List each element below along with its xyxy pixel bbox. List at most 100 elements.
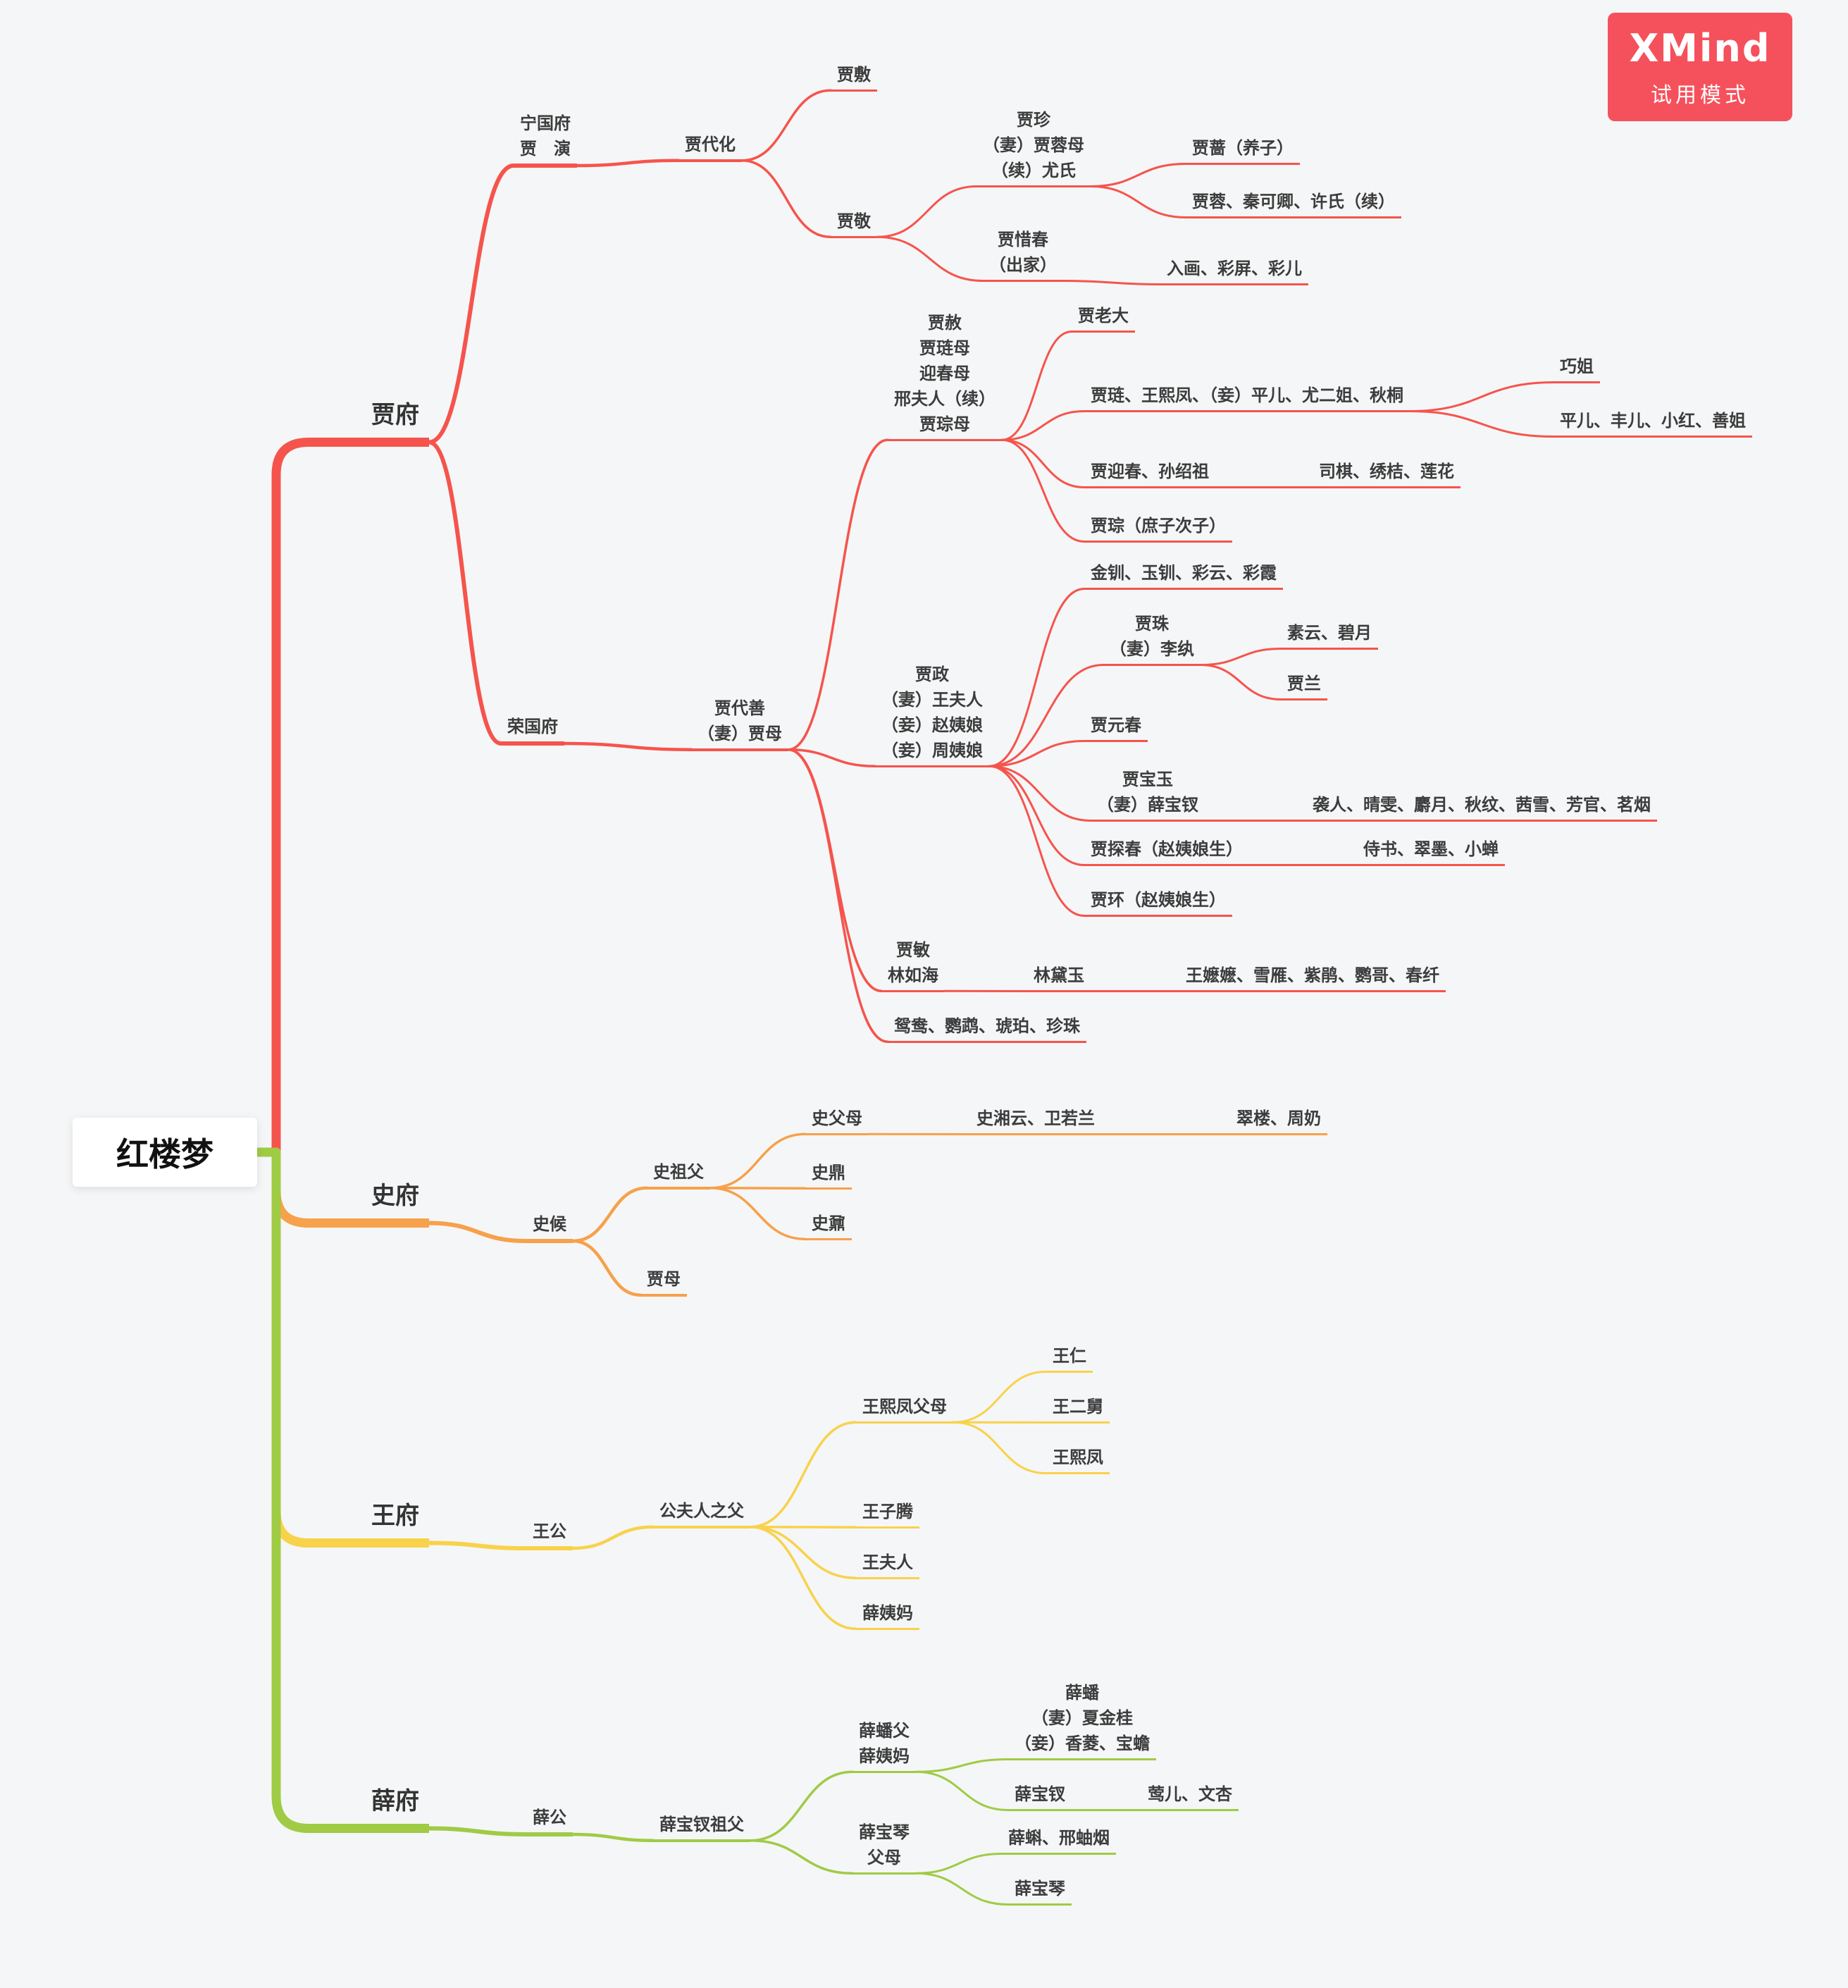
topic-label: 薛宝琴 bbox=[859, 1822, 910, 1842]
xmind-trial-badge[interactable]: XMind 试用模式 bbox=[1608, 13, 1792, 121]
topic-xuebaoqinfumu[interactable]: 薛宝琴父母 bbox=[852, 1820, 916, 1875]
topic-xuepanfu[interactable]: 薛蟠父薛姨妈 bbox=[852, 1718, 916, 1773]
topic-wangziteng[interactable]: 王子腾 bbox=[856, 1499, 919, 1529]
topic-label: 贾府 bbox=[371, 401, 419, 429]
topic-wangxifengfumu[interactable]: 王熙凤父母 bbox=[856, 1394, 953, 1424]
topic-wangfuren[interactable]: 王夫人 bbox=[856, 1550, 919, 1579]
topic-xuegong[interactable]: 薛公 bbox=[526, 1805, 573, 1836]
root-topic[interactable]: 红楼梦 bbox=[73, 1118, 257, 1187]
topic-wang-fu[interactable]: 王府 bbox=[361, 1498, 429, 1548]
topic-jiadaishan[interactable]: 贾代善（妻）贾母 bbox=[691, 696, 788, 751]
topic-shixiangyun[interactable]: 史湘云、卫若兰 bbox=[970, 1106, 1101, 1135]
topic-xuepan[interactable]: 薛蟠（妻）夏金桂（妾）香菱、宝蟾 bbox=[1008, 1680, 1156, 1760]
topic-yuanyang[interactable]: 鸳鸯、鹦鹉、琥珀、珍珠 bbox=[888, 1013, 1086, 1043]
topic-wangxifeng[interactable]: 王熙凤 bbox=[1046, 1445, 1110, 1474]
topic-cuilou[interactable]: 翠楼、周奶 bbox=[1230, 1106, 1327, 1135]
topic-jiamin[interactable]: 贾敏林如海 bbox=[881, 937, 945, 992]
topic-xueke[interactable]: 薛蝌、邢蚰烟 bbox=[1002, 1825, 1116, 1855]
topic-jiazhu[interactable]: 贾珠（妻）李纨 bbox=[1103, 611, 1201, 666]
topic-label: 贾琏、王熙凤、（妾）平儿、尤二姐、秋桐 bbox=[1091, 385, 1403, 405]
topic-jinchuan[interactable]: 金钏、玉钏、彩云、彩霞 bbox=[1084, 560, 1283, 590]
topic-xueyima[interactable]: 薛姨妈 bbox=[856, 1600, 919, 1630]
topic-label: 入画、彩屏、彩儿 bbox=[1167, 259, 1302, 278]
topic-label: 荣国府 bbox=[507, 717, 558, 736]
topic-shi-fu[interactable]: 史府 bbox=[361, 1178, 429, 1228]
branch-connector bbox=[988, 740, 1086, 767]
topic-label: 贾蔷（养子） bbox=[1192, 138, 1294, 158]
topic-wanggong[interactable]: 王公 bbox=[526, 1519, 573, 1550]
topic-label: 贾政 bbox=[915, 665, 949, 684]
topic-label: 贾老大 bbox=[1078, 306, 1129, 326]
branch-connector bbox=[709, 1187, 807, 1190]
topic-wangren[interactable]: 王仁 bbox=[1046, 1343, 1093, 1373]
branch-connector bbox=[1000, 331, 1073, 441]
topic-label: 贾兰 bbox=[1287, 674, 1321, 693]
branch-connector bbox=[571, 1832, 655, 1842]
topic-jiajing[interactable]: 贾敬 bbox=[831, 209, 877, 238]
topic-jiashe[interactable]: 贾赦贾琏母迎春母邢夫人（续）贾琮母 bbox=[888, 310, 1002, 441]
topic-jiayuanchun[interactable]: 贾元春 bbox=[1084, 712, 1148, 742]
topic-gongfurenzhifu[interactable]: 公夫人之父 bbox=[653, 1498, 750, 1529]
topic-jialian[interactable]: 贾琏、王熙凤、（妾）平儿、尤二姐、秋桐 bbox=[1084, 383, 1410, 412]
topic-jiarong[interactable]: 贾蓉、秦可卿、许氏（续） bbox=[1186, 189, 1401, 218]
topic-jiazheng[interactable]: 贾政（妻）王夫人（妾）赵姨娘（妾）周姨娘 bbox=[875, 662, 989, 767]
topic-shizufu[interactable]: 史祖父 bbox=[647, 1159, 710, 1190]
branch-connector bbox=[749, 1526, 857, 1630]
topic-label: 薛宝钗祖父 bbox=[659, 1815, 744, 1834]
topic-lindaiyu[interactable]: 林黛玉 bbox=[1027, 963, 1091, 992]
topic-xue-fu[interactable]: 薛府 bbox=[361, 1784, 429, 1833]
branch-connector bbox=[952, 1371, 1048, 1424]
branch-connector bbox=[571, 1525, 655, 1550]
branch-connector bbox=[571, 1186, 649, 1243]
topic-label: 贾敬 bbox=[837, 211, 871, 231]
topic-siqi[interactable]: 司棋、绣桔、莲花 bbox=[1313, 459, 1461, 488]
topic-jiaqiang[interactable]: 贾蔷（养子） bbox=[1186, 135, 1300, 165]
topic-shifumu[interactable]: 史父母 bbox=[805, 1106, 869, 1135]
topic-pinger[interactable]: 平儿、丰儿、小红、善姐 bbox=[1554, 408, 1752, 438]
branch-connector bbox=[749, 1770, 854, 1842]
branch-connector bbox=[749, 1839, 854, 1875]
branch-connector bbox=[988, 765, 1086, 866]
topic-jiamu-shi[interactable]: 贾母 bbox=[640, 1266, 687, 1297]
topic-xuebaoqin[interactable]: 薛宝琴 bbox=[1008, 1876, 1072, 1906]
topic-label: 王府 bbox=[371, 1502, 419, 1530]
topic-label: 史鼐 bbox=[812, 1214, 845, 1233]
topic-shihou[interactable]: 史候 bbox=[526, 1211, 573, 1243]
topic-jiafu-shu[interactable]: 贾敷 bbox=[831, 62, 877, 92]
topic-shishu[interactable]: 侍书、翠墨、小蝉 bbox=[1357, 836, 1505, 866]
topic-ningguofu[interactable]: 宁国府贾 演 bbox=[514, 111, 577, 168]
topic-label: 史父母 bbox=[812, 1109, 862, 1128]
topic-wangmoma[interactable]: 王嬷嬷、雪雁、紫鹃、鹦哥、春纤 bbox=[1179, 963, 1446, 992]
topic-yinger[interactable]: 莺儿、文杏 bbox=[1141, 1782, 1239, 1811]
topic-jiazhen[interactable]: 贾珍（妻）贾蓉母（续）尤氏 bbox=[976, 107, 1091, 187]
branch-connector bbox=[1089, 163, 1187, 187]
topic-label: （妻）王夫人 bbox=[881, 690, 983, 710]
topic-xuebaochai[interactable]: 薛宝钗 bbox=[1008, 1782, 1072, 1811]
topic-jiatanchun[interactable]: 贾探春（赵姨娘生） bbox=[1084, 836, 1249, 866]
branch-connector bbox=[1408, 410, 1555, 438]
topic-wangerjiu[interactable]: 王二舅 bbox=[1046, 1394, 1110, 1424]
topic-label: （出家） bbox=[989, 255, 1057, 275]
topic-xuebaochaizufu[interactable]: 薛宝钗祖父 bbox=[653, 1812, 750, 1842]
topic-rongguofu[interactable]: 荣国府 bbox=[501, 714, 564, 746]
topic-qiaojie[interactable]: 巧姐 bbox=[1554, 354, 1600, 383]
topic-jiayingchun[interactable]: 贾迎春、孙绍祖 bbox=[1084, 459, 1215, 488]
topic-label: 贾 演 bbox=[520, 139, 571, 159]
topic-jiadaihua[interactable]: 贾代化 bbox=[678, 132, 742, 162]
branch-connector bbox=[876, 185, 978, 238]
topic-suyun[interactable]: 素云、碧月 bbox=[1281, 620, 1378, 650]
topic-jia-fu[interactable]: 贾府 bbox=[361, 397, 429, 447]
topic-jialan[interactable]: 贾兰 bbox=[1281, 671, 1327, 700]
topic-jiaxichun[interactable]: 贾惜春（出家） bbox=[983, 227, 1063, 282]
topic-shinai[interactable]: 史鼐 bbox=[805, 1211, 852, 1240]
topic-jiacong[interactable]: 贾琮（庶子次子） bbox=[1084, 513, 1232, 543]
topic-shiding[interactable]: 史鼎 bbox=[805, 1160, 852, 1190]
branch-connector bbox=[427, 163, 516, 445]
topic-jiabaoyu[interactable]: 贾宝玉（妻）薛宝钗 bbox=[1091, 767, 1205, 822]
topic-ruhua[interactable]: 入画、彩屏、彩儿 bbox=[1160, 256, 1308, 285]
topic-jiahuan[interactable]: 贾环（赵姨娘生） bbox=[1084, 887, 1232, 917]
topic-label: 迎春母 bbox=[919, 364, 970, 383]
topic-xiren[interactable]: 袭人、晴雯、麝月、秋纹、茜雪、芳官、茗烟 bbox=[1306, 792, 1657, 822]
topic-jialaoda[interactable]: 贾老大 bbox=[1072, 303, 1135, 333]
